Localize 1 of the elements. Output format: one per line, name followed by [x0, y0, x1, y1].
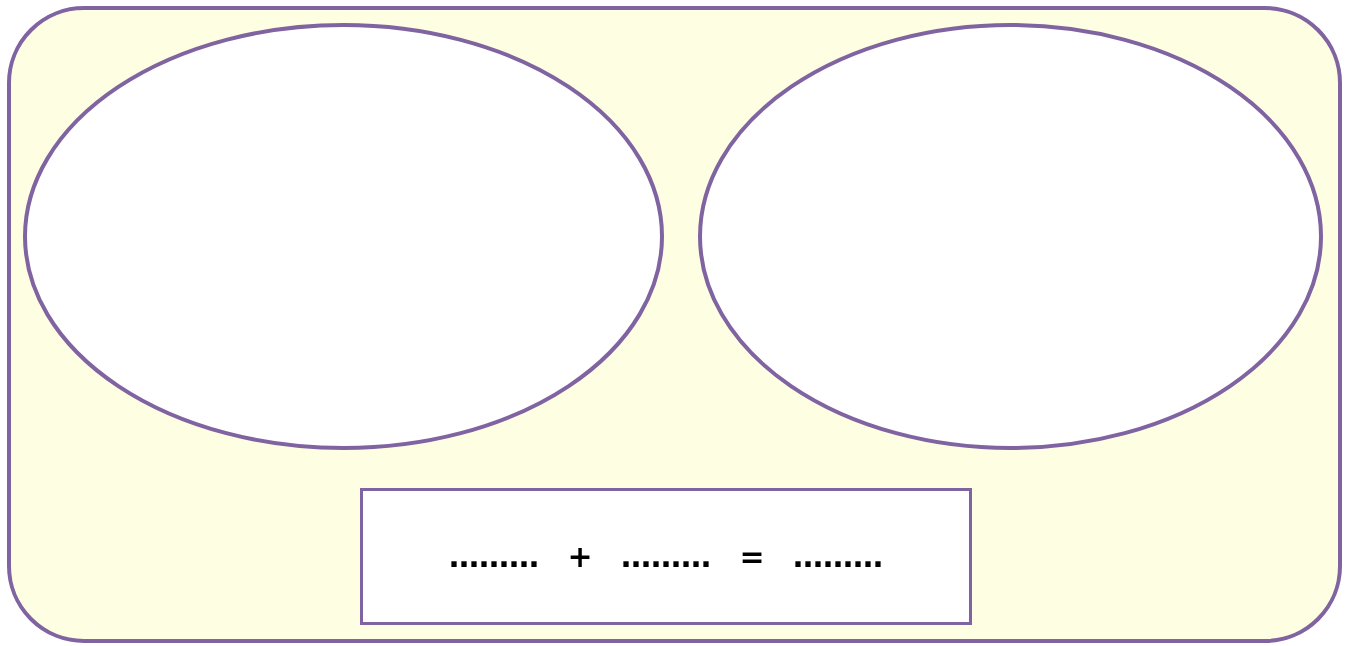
equation-text: ……… + ……… = ………	[448, 539, 884, 574]
